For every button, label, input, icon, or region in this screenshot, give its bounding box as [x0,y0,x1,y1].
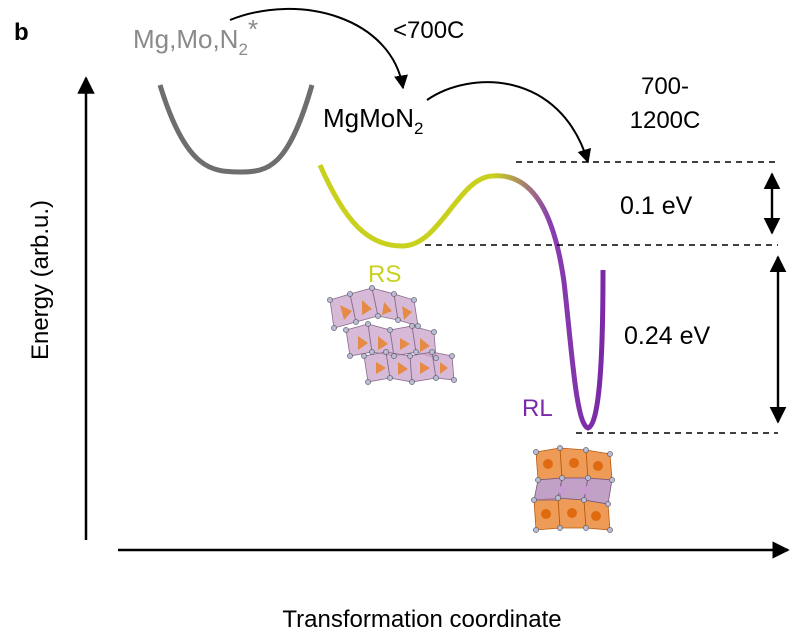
step1-arrow [229,7,408,90]
y-axis-label: Energy (arb.u.) [27,200,54,360]
reactant-well-curve [157,84,315,175]
rl-crystal-structure [531,445,615,533]
step1-label: <700C [393,17,464,44]
step2-label-line2: 1200C [630,107,701,134]
rs-crystal-structure [327,285,457,385]
gap-upper-label: 0.1 eV [620,192,693,220]
x-axis-label: Transformation coordinate [282,606,561,633]
step2-label-line1: 700- [641,73,689,100]
gap-lower-label: 0.24 eV [624,322,711,350]
reactant-label: Mg,Mo,N2* [133,14,258,59]
product-label: MgMoN2 [323,103,423,138]
panel-label: b [14,19,29,46]
step2-arrow [426,81,592,164]
phase-rl-label: RL [522,395,553,422]
rs-rl-energy-curve [317,163,606,431]
phase-rs-label: RS [368,261,401,288]
